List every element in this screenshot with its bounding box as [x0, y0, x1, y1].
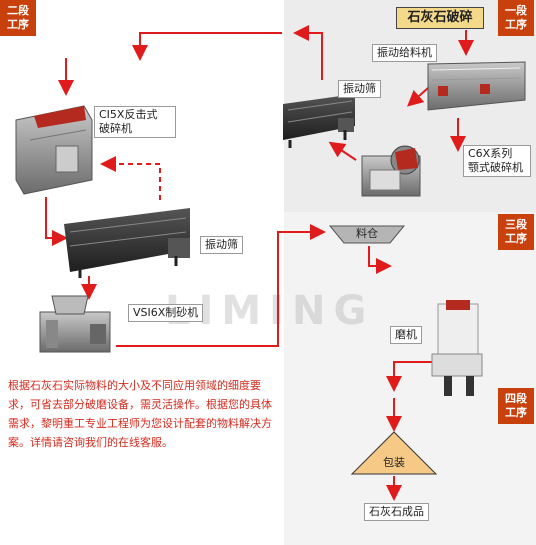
- packing-label: 包装: [383, 456, 405, 469]
- packing-triangle: [350, 431, 438, 475]
- arrow-to-mid-screen: [45, 197, 68, 246]
- silo-shape: [328, 225, 406, 244]
- arrow-to-stage2: [132, 32, 282, 61]
- stage3-tag-line2: 工序: [505, 232, 527, 245]
- start-label-box: 石灰石破碎: [396, 7, 484, 29]
- arrow-return-dashed: [100, 156, 161, 200]
- stage3-tag-line1: 三段: [505, 218, 527, 231]
- stage1-tag-line2: 工序: [505, 18, 527, 31]
- arrow-jaw-to-screen: [328, 141, 357, 161]
- impact-crusher-label: CI5X反击式 破碎机: [94, 106, 176, 138]
- jaw-crusher-label: C6X系列 颚式破碎机: [463, 145, 531, 177]
- sand-maker-label: VSI6X制砂机: [128, 304, 204, 322]
- stage1-tag: 一段 工序: [498, 0, 534, 36]
- stage3-4-background: [284, 212, 536, 545]
- vibrating-feeder-label: 振动给料机: [372, 44, 437, 62]
- arrow-silo-to-mill: [368, 246, 392, 274]
- vibrating-screen-top-machine: [283, 94, 355, 148]
- stage2-tag-line1: 二段: [7, 4, 29, 17]
- silo-label: 料仓: [356, 227, 378, 240]
- flow-arrows: [45, 25, 474, 501]
- description-text: 根据石灰石实际物料的大小及不同应用领域的细度要求，可省去部分破磨设备，需灵活操作…: [8, 379, 272, 449]
- sand-maker-machine: [39, 295, 111, 353]
- vibrating-screen-top-label: 振动筛: [338, 80, 381, 98]
- mill-label: 磨机: [390, 326, 422, 344]
- stage4-tag: 四段 工序: [498, 388, 534, 424]
- stage3-tag: 三段 工序: [498, 214, 534, 250]
- arrow-to-silo: [116, 224, 326, 347]
- stage2-tag-line2: 工序: [7, 18, 29, 31]
- stage4-tag-line1: 四段: [505, 392, 527, 405]
- stage2-tag: 二段 工序: [0, 0, 36, 36]
- arrow-screen-up: [293, 25, 323, 80]
- vibrating-feeder-machine: [427, 61, 526, 111]
- arrow-mill-down: [386, 361, 432, 392]
- product-label: 石灰石成品: [364, 503, 429, 521]
- mill-machine: [431, 300, 483, 396]
- jaw-crusher-machine: [361, 145, 421, 197]
- vibrating-screen-mid-label: 振动筛: [200, 236, 243, 254]
- impact-crusher-machine: [15, 105, 93, 195]
- stage1-tag-line1: 一段: [505, 4, 527, 17]
- stage4-tag-line2: 工序: [505, 406, 527, 419]
- vibrating-screen-mid-machine: [64, 208, 190, 278]
